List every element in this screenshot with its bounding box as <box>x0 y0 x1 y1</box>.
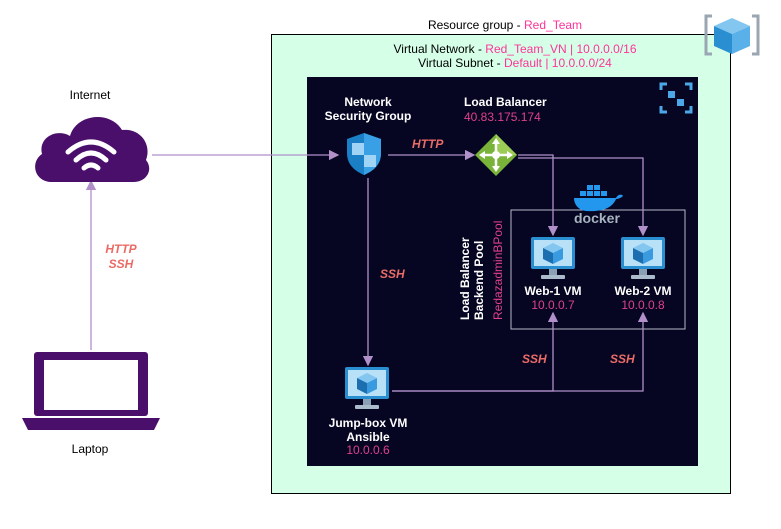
load-balancer-ip: 40.83.175.174 <box>464 110 541 124</box>
nsg-label-line2: Security Group <box>324 109 412 123</box>
load-balancer-label: Load Balancer <box>464 95 547 109</box>
web2-label: Web-2 VM <box>614 284 672 298</box>
virtual-machine-icon[interactable] <box>530 236 576 282</box>
resource-group-title: Resource group - Red_Team <box>380 18 630 32</box>
jumpbox-label-line2: Ansible <box>346 430 390 444</box>
connector-jumpbox-web2[interactable] <box>392 311 649 392</box>
jumpbox-label-line1: Jump-box VM <box>328 416 408 430</box>
subnet-value: Default | 10.0.0.0/24 <box>503 56 612 70</box>
nsg-label: Network Security Group <box>318 95 418 123</box>
laptop-label: Laptop <box>71 442 109 456</box>
backend-pool-label: Load Balancer Backend Pool <box>458 220 486 320</box>
load-balancer-icon[interactable] <box>474 133 518 177</box>
protocol-label-ssh-web2: SSH <box>610 352 635 366</box>
protocol-label-http-internet: HTTP <box>105 242 137 256</box>
internet-label: Internet <box>69 88 111 102</box>
laptop-icon[interactable] <box>20 350 162 434</box>
resource-group-icon <box>704 14 760 56</box>
vnet-prefix: Virtual Network - <box>393 42 486 56</box>
protocol-label-ssh-internet: SSH <box>108 257 134 271</box>
virtual-network-icon <box>659 82 693 114</box>
jumpbox-ip: 10.0.0.6 <box>346 443 390 457</box>
network-security-group-icon[interactable] <box>345 131 383 177</box>
docker-label: docker <box>574 210 620 226</box>
jumpbox-label: Jump-box VM Ansible <box>318 416 418 444</box>
docker-icon <box>574 185 623 212</box>
virtual-machine-icon[interactable] <box>620 236 666 282</box>
resource-group-prefix: Resource group - <box>427 18 524 32</box>
resource-group-name: Red_Team <box>524 18 583 32</box>
vnet-value: Red_Team_VN | 10.0.0.0/16 <box>485 42 637 56</box>
web1-ip: 10.0.0.7 <box>531 298 575 312</box>
subnet-prefix: Virtual Subnet - <box>418 56 504 70</box>
virtual-network-title: Virtual Network - Red_Team_VN | 10.0.0.0… <box>340 42 690 70</box>
backend-pool-label-line1: Load Balancer <box>458 237 472 320</box>
nsg-label-line1: Network <box>344 95 392 109</box>
protocol-label-ssh-jumpbox: SSH <box>380 267 405 281</box>
cloud-internet-icon[interactable] <box>30 108 152 184</box>
virtual-machine-icon[interactable] <box>344 366 390 412</box>
backend-pool-label-line2: Backend Pool <box>472 240 486 320</box>
backend-pool-name: RedazadminBPool <box>491 220 505 320</box>
web1-label: Web-1 VM <box>524 284 582 298</box>
web2-ip: 10.0.0.8 <box>621 298 665 312</box>
connector-lb-web2[interactable] <box>518 157 649 237</box>
protocol-label-ssh-web1: SSH <box>522 352 547 366</box>
protocol-label-http-lb: HTTP <box>412 137 444 151</box>
connector-lb-web1[interactable] <box>518 154 559 237</box>
